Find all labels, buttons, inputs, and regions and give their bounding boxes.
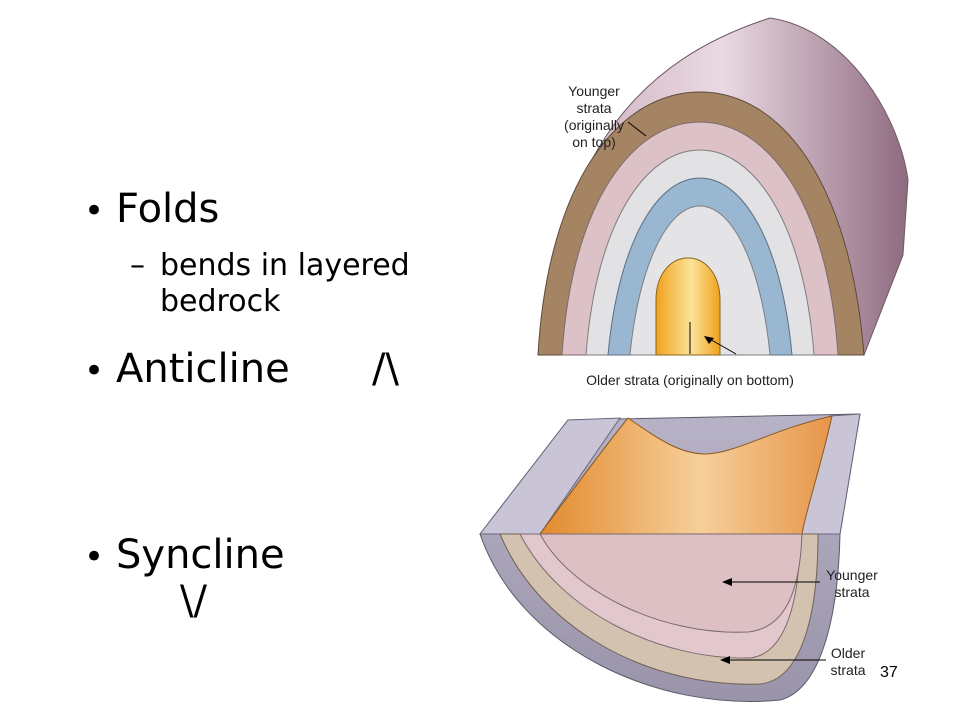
syncline-older-label-2: strata	[830, 662, 865, 678]
anticline-diagram: Younger strata (originally on top) Older…	[537, 17, 909, 388]
anticline-symbol: /\	[372, 346, 399, 392]
syncline-core	[539, 415, 833, 535]
anticline-younger-label-3: (originally	[564, 117, 624, 133]
anticline-younger-label-1: Younger	[568, 83, 620, 99]
bullet-marker: •	[84, 191, 105, 231]
layer-core	[655, 257, 721, 356]
page-number: 37	[880, 664, 898, 681]
syncline-younger-label-1: Younger	[826, 567, 878, 583]
bullet-folds: • Folds	[84, 186, 219, 234]
anticline-title: Anticline	[116, 346, 290, 392]
syncline-symbol: \/	[180, 578, 207, 624]
anticline-older-label: Older strata (originally on bottom)	[586, 372, 794, 388]
folds-title: Folds	[116, 186, 220, 232]
bullet-syncline: • Syncline	[84, 532, 285, 580]
sub-dash: –	[130, 248, 145, 283]
folds-definition: bends in layered bedrock	[160, 248, 410, 319]
syncline-diagram: Younger strata Older strata	[478, 413, 878, 702]
anticline-younger-label-2: strata	[576, 100, 611, 116]
syncline-core-front	[539, 533, 803, 633]
syncline-older-label-1: Older	[831, 645, 866, 661]
bullet-anticline: • Anticline	[84, 346, 290, 394]
bullet-marker: •	[84, 537, 105, 577]
folds-subpoint: – bends in layered bedrock	[130, 248, 460, 328]
bullet-marker: •	[84, 351, 105, 391]
syncline-younger-label-2: strata	[834, 584, 869, 600]
anticline-younger-label-4: on top)	[572, 134, 616, 150]
syncline-title: Syncline	[116, 532, 285, 578]
